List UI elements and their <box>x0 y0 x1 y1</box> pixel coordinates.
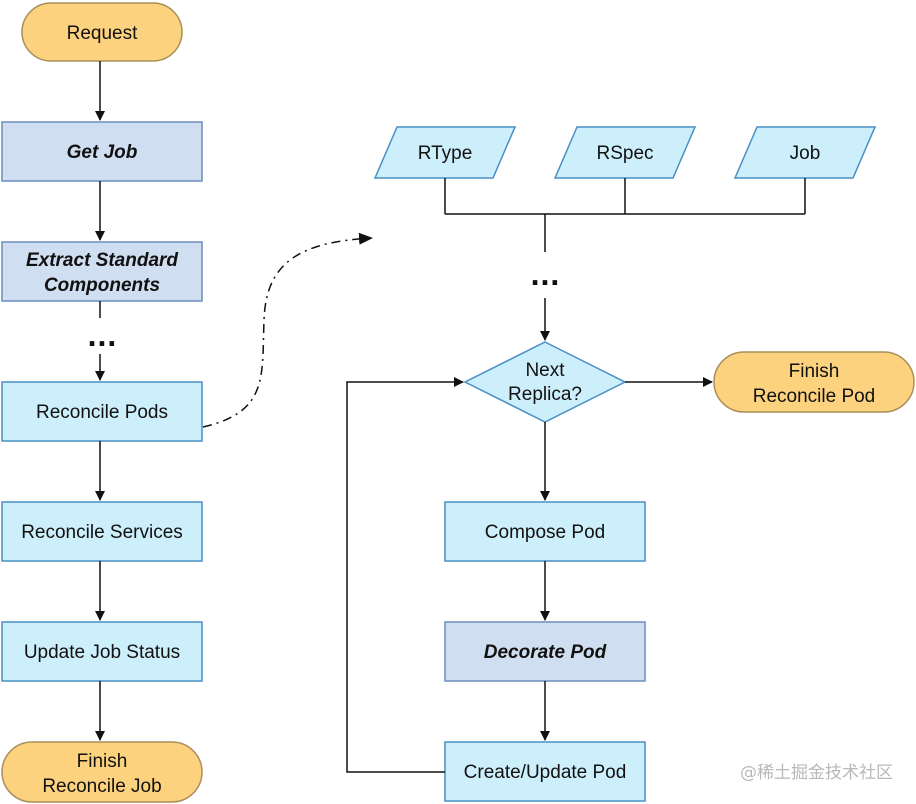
reconcile-pods-label: Reconcile Pods <box>36 402 168 423</box>
node-decorate-pod: Decorate Pod <box>444 621 646 682</box>
create-update-pod-label: Create/Update Pod <box>464 762 627 783</box>
node-create-update-pod: Create/Update Pod <box>444 741 646 802</box>
decision-line1: Next <box>525 360 565 381</box>
decision-line2: Replica? <box>508 384 582 405</box>
decorate-pod-label: Decorate Pod <box>484 642 607 663</box>
rspec-label: RSpec <box>596 143 653 164</box>
extract-label-line2: Components <box>44 275 160 296</box>
finish-pod-line1: Finish <box>789 361 840 382</box>
finish-job-line1: Finish <box>77 751 128 772</box>
edge-loop-back <box>346 377 464 773</box>
rtype-label: RType <box>418 143 473 164</box>
node-get-job: Get Job <box>1 121 203 182</box>
detail-connector <box>202 232 373 428</box>
finish-job-line2: Reconcile Job <box>42 776 161 797</box>
input-job: Job <box>733 126 877 179</box>
node-request: Request <box>21 2 183 62</box>
get-job-label: Get Job <box>67 142 138 163</box>
left-ellipsis: ... <box>87 323 117 353</box>
input-rspec: RSpec <box>553 126 697 179</box>
extract-label-line1: Extract Standard <box>26 250 178 271</box>
node-update-job-status: Update Job Status <box>1 621 203 682</box>
node-reconcile-pods: Reconcile Pods <box>1 381 203 442</box>
node-reconcile-services: Reconcile Services <box>1 501 203 562</box>
input-merge-lines <box>444 178 806 252</box>
reconcile-services-label: Reconcile Services <box>21 522 183 543</box>
compose-pod-label: Compose Pod <box>485 522 605 543</box>
finish-pod-line2: Reconcile Pod <box>753 386 876 407</box>
node-finish-reconcile-job: Finish Reconcile Job <box>1 741 203 803</box>
update-job-status-label: Update Job Status <box>24 642 180 663</box>
node-extract-standard-components: Extract Standard Components <box>1 241 203 302</box>
decision-next-replica: Next Replica? <box>463 341 627 423</box>
watermark-text: @稀土掘金技术社区 <box>740 763 893 783</box>
input-rtype: RType <box>373 126 517 179</box>
node-compose-pod: Compose Pod <box>444 501 646 562</box>
right-ellipsis: ... <box>530 262 560 292</box>
node-finish-reconcile-pod: Finish Reconcile Pod <box>713 351 915 413</box>
job-input-label: Job <box>790 143 821 164</box>
request-label: Request <box>67 23 138 44</box>
